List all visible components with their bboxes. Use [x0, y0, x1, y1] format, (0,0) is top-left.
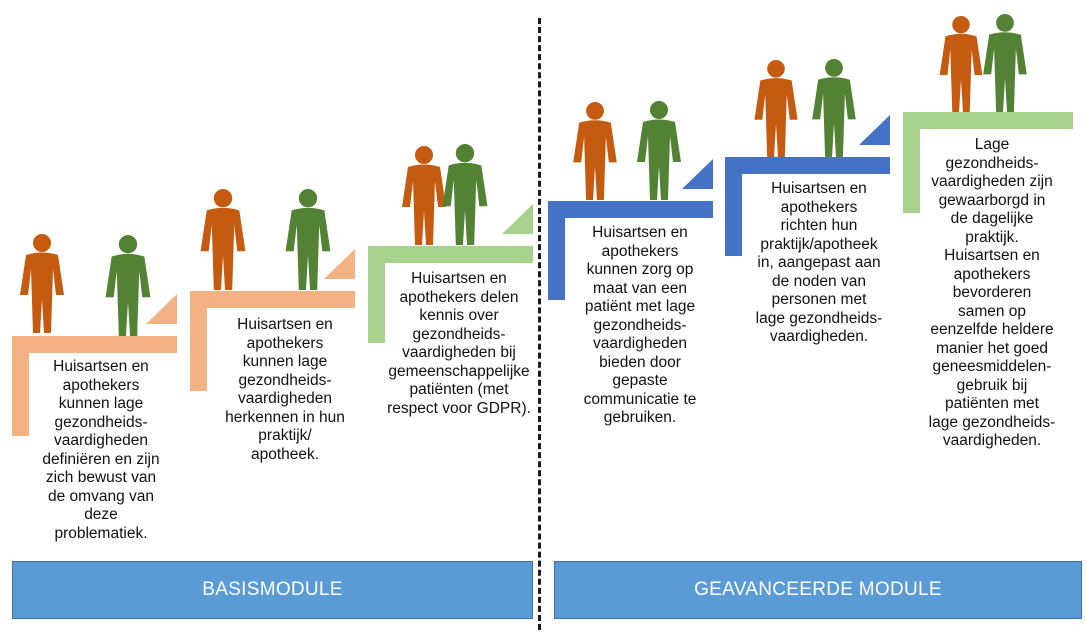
person-icon — [402, 146, 446, 245]
step-6-text: Lage gezondheids- vaardigheden zijn gewa… — [928, 136, 1056, 449]
person-icon — [812, 58, 856, 157]
person-icon — [200, 189, 246, 290]
step-4-text: Huisartsen en apothekers kunnen zorg op … — [583, 224, 697, 426]
step-2-text: Huisartsen en apothekers kunnen lage gez… — [225, 316, 345, 463]
step-5-bar-horizontal — [725, 157, 890, 174]
step-5-corner-triangle — [859, 115, 890, 145]
step-5-bar-vertical — [725, 157, 742, 256]
step-3-corner-triangle — [502, 204, 533, 234]
basismodule-banner: BASISMODULE — [12, 561, 533, 619]
step-4-bar-vertical — [548, 201, 565, 300]
module-divider — [538, 18, 541, 630]
step-1-bar-horizontal — [12, 336, 177, 353]
step-4-corner-triangle — [682, 159, 713, 189]
step-3-bar-vertical — [368, 246, 385, 343]
step-3-bar-horizontal — [368, 246, 533, 263]
step-1-text: Huisartsen en apothekers kunnen lage gez… — [42, 358, 160, 542]
step-6-bar-vertical — [903, 112, 920, 213]
person-icon — [637, 101, 681, 200]
geavanceerde-module-label: GEAVANCEERDE MODULE — [694, 579, 942, 600]
geavanceerde-module-banner: GEAVANCEERDE MODULE — [554, 561, 1082, 619]
step-2-bar-vertical — [190, 291, 207, 391]
step-2-bar-horizontal — [190, 291, 355, 308]
person-icon — [754, 59, 798, 157]
person-icon — [939, 15, 983, 112]
step-1-corner-triangle — [146, 294, 177, 324]
step-6-bar-horizontal — [903, 112, 1073, 129]
step-5-text: Huisartsen en apothekers richten hun pra… — [755, 180, 883, 345]
person-icon — [573, 101, 617, 200]
step-1-bar-vertical — [12, 336, 29, 436]
person-icon — [285, 189, 331, 290]
person-icon — [105, 235, 151, 336]
person-icon — [20, 234, 64, 333]
basismodule-label: BASISMODULE — [202, 579, 343, 600]
step-3-text: Huisartsen en apothekers delen kennis ov… — [387, 270, 531, 417]
person-icon — [983, 13, 1027, 112]
step-4-bar-horizontal — [548, 201, 713, 218]
step-2-corner-triangle — [324, 249, 355, 279]
person-icon — [442, 144, 488, 245]
